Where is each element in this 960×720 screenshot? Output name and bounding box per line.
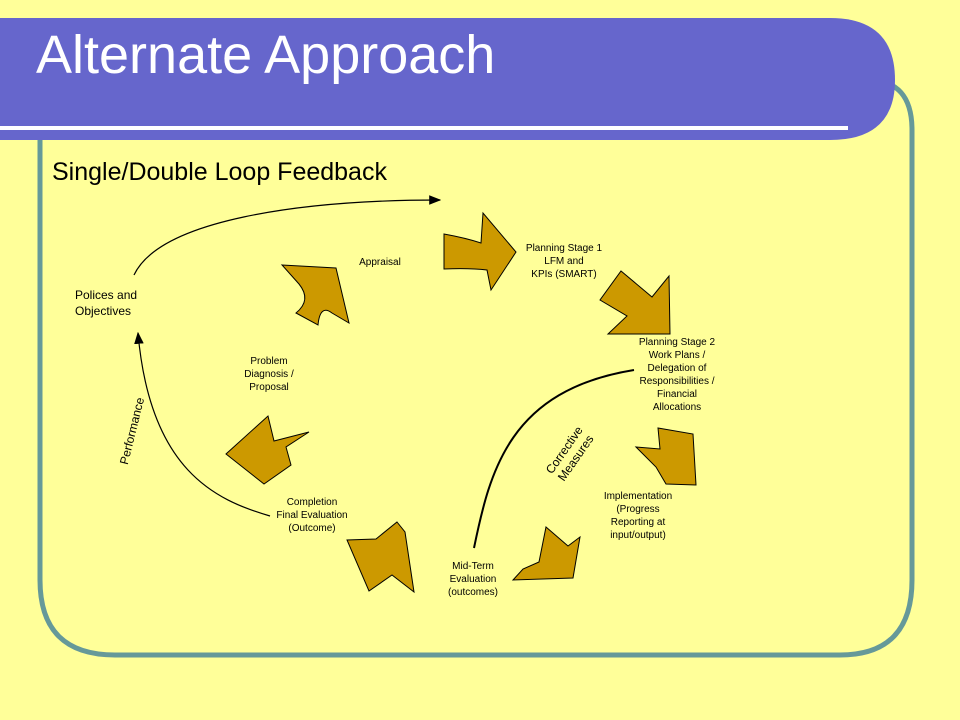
page-subtitle: Single/Double Loop Feedback	[52, 158, 387, 186]
title-bar	[0, 18, 895, 140]
page-title: Alternate Approach	[36, 25, 496, 85]
node-planning-stage-1: Planning Stage 1 LFM and KPIs (SMART)	[525, 243, 603, 280]
performance-curve	[134, 331, 271, 517]
corrective-curve	[473, 369, 635, 549]
content-frame	[37, 77, 915, 658]
single-loop-curve	[133, 195, 442, 276]
node-planning-stage-2: Planning Stage 2 Work Plans / Delegation…	[638, 337, 716, 413]
block-arrow-appraisal	[280, 264, 350, 326]
block-arrow-planning1	[443, 211, 517, 292]
block-arrow-planning2	[599, 270, 671, 335]
block-arrow-midterm	[511, 526, 581, 581]
node-implementation: Implementation (Progress Reporting at in…	[603, 491, 673, 541]
node-midterm-evaluation: Mid-Term Evaluation (outcomes)	[447, 561, 498, 598]
node-appraisal: Appraisal	[359, 257, 401, 268]
node-completion: Completion Final Evaluation (Outcome)	[276, 497, 348, 534]
block-arrow-implementation	[634, 427, 697, 486]
title-underline	[0, 126, 848, 130]
block-arrow-problem	[225, 415, 310, 485]
node-problem-diagnosis: Problem Diagnosis / Proposal	[244, 356, 294, 393]
node-policies: Polices and Objectives	[75, 288, 138, 318]
block-arrow-completion	[346, 521, 415, 594]
